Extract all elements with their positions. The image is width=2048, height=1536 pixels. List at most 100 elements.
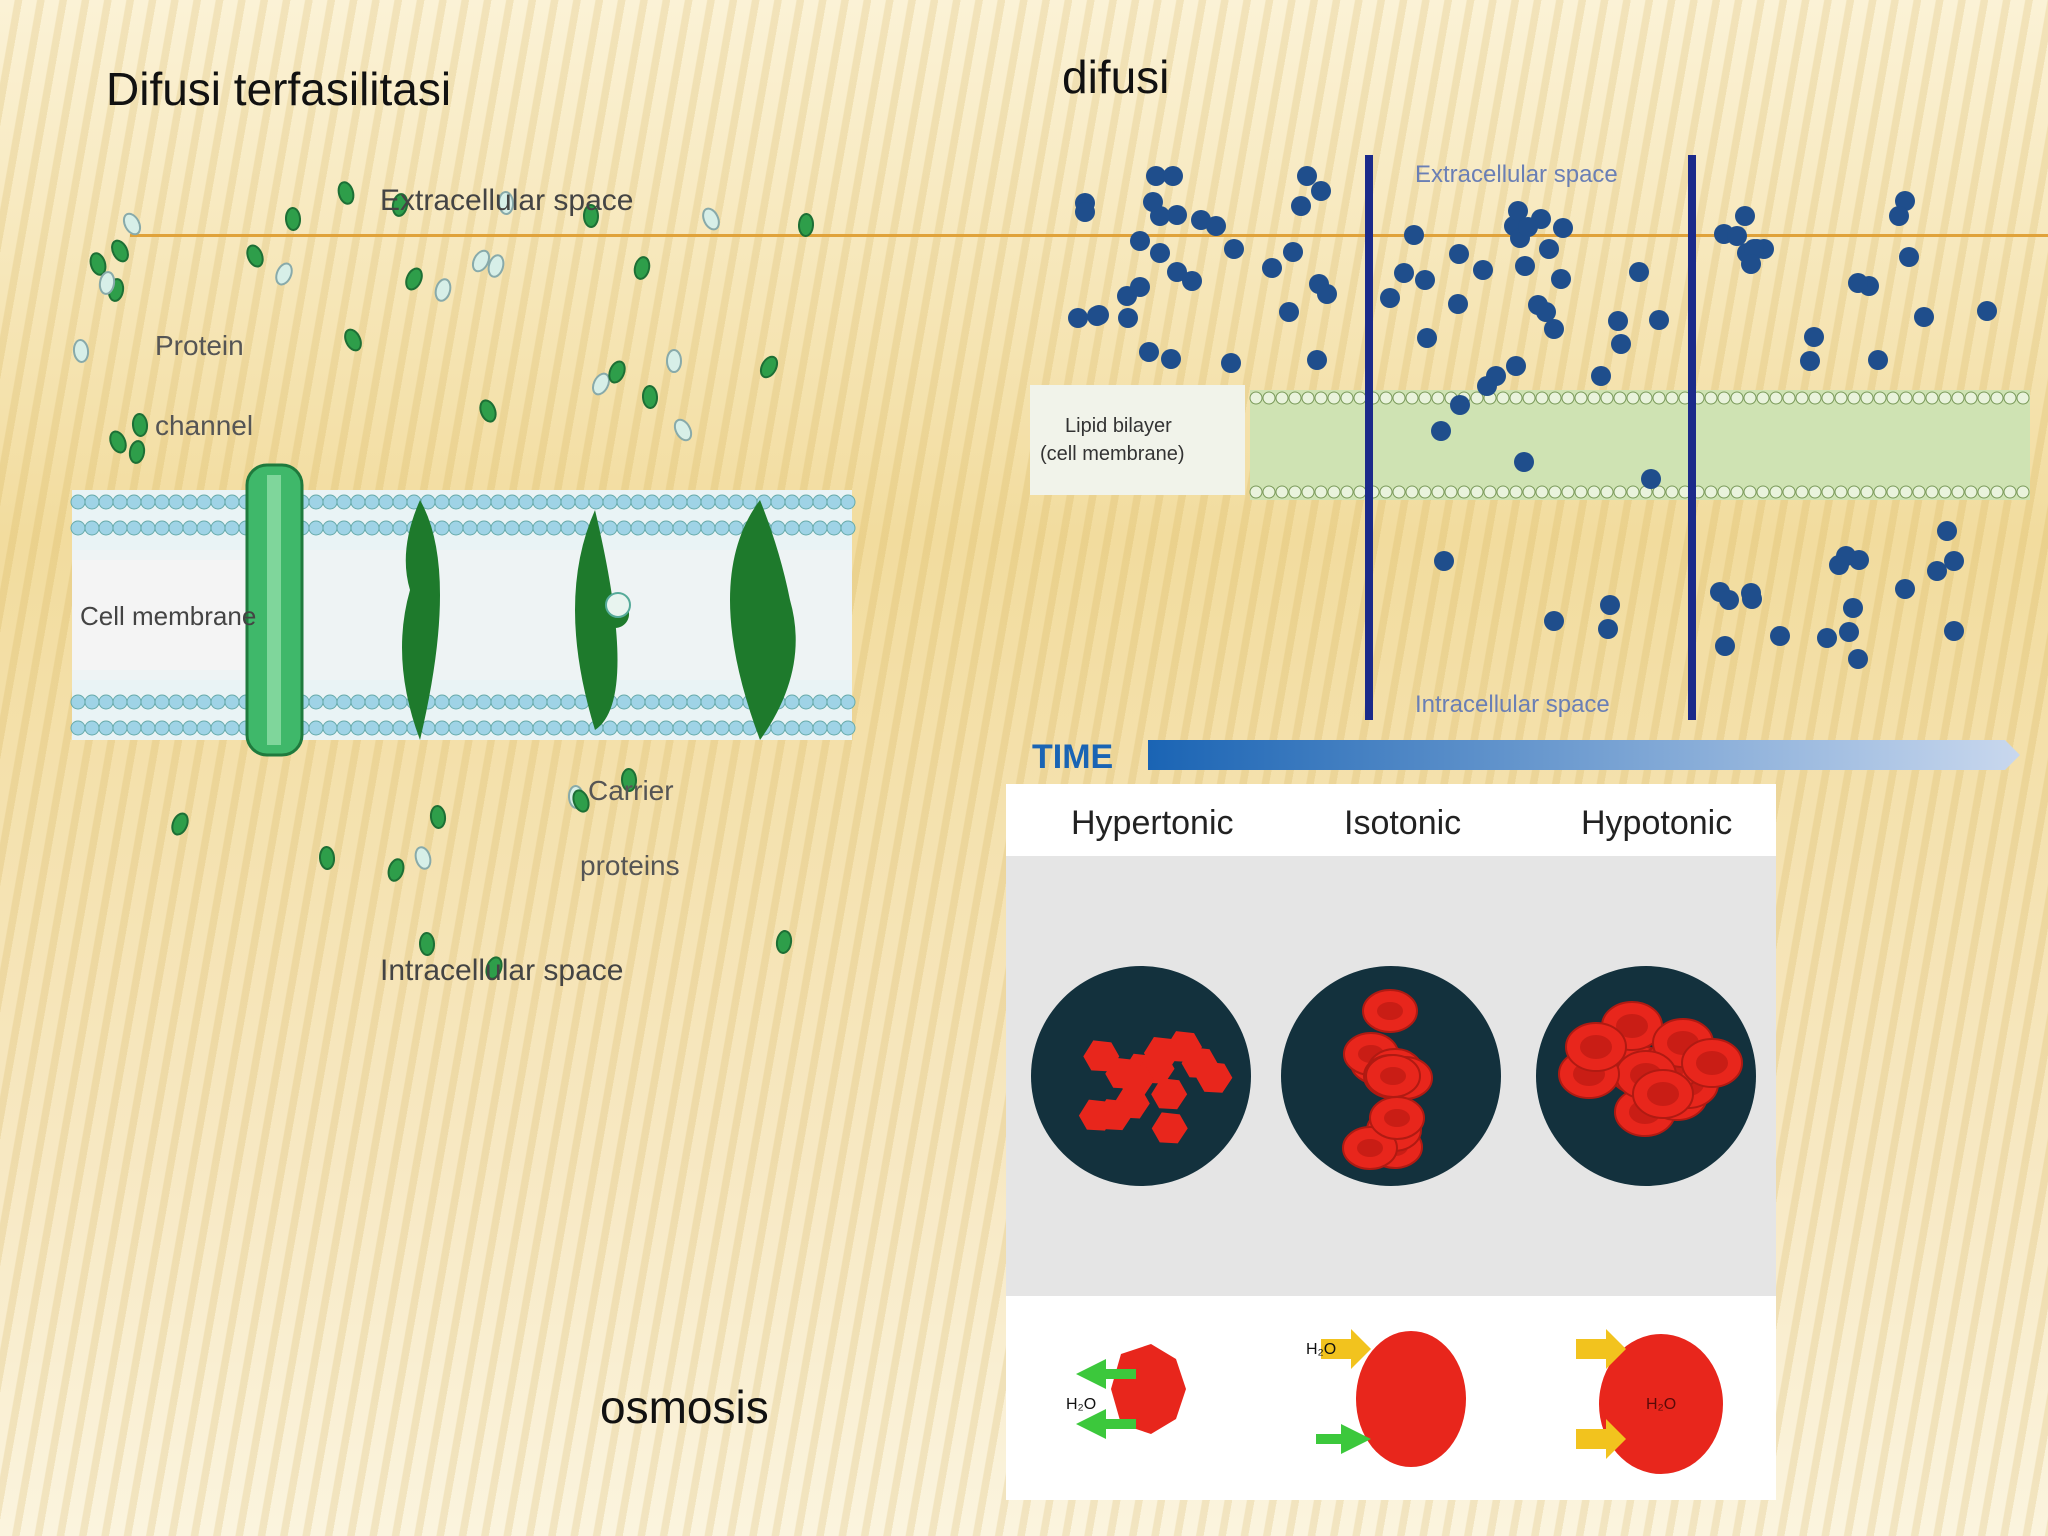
molecule xyxy=(1600,595,1620,615)
lipid-head xyxy=(1834,485,1848,499)
molecule xyxy=(1528,295,1548,315)
molecule xyxy=(1417,328,1437,348)
lipid-head xyxy=(532,694,548,710)
lipid-head xyxy=(1379,391,1393,405)
lipid-head xyxy=(1496,391,1510,405)
lipid-head xyxy=(154,720,170,736)
molecule xyxy=(391,193,409,217)
lipid-head xyxy=(812,720,828,736)
lipid-head xyxy=(1977,391,1991,405)
lipid-head xyxy=(700,494,716,510)
molecule xyxy=(797,213,815,237)
label-lipid-2: (cell membrane) xyxy=(1040,443,1184,465)
molecule xyxy=(1515,256,1535,276)
lipid-head xyxy=(196,694,212,710)
molecule xyxy=(1895,579,1915,599)
lipid-head xyxy=(560,494,576,510)
protein-channel-pore xyxy=(267,475,281,745)
molecule xyxy=(1611,334,1631,354)
molecule xyxy=(1937,521,1957,541)
molecule xyxy=(337,181,355,205)
lipid-head xyxy=(1353,485,1367,499)
lipid-head xyxy=(1574,485,1588,499)
molecule xyxy=(1770,626,1790,646)
lipid-head xyxy=(1964,485,1978,499)
lipid-head xyxy=(196,494,212,510)
lipid-head xyxy=(784,494,800,510)
lipid-head xyxy=(322,494,338,510)
molecule xyxy=(1477,376,1497,396)
lipid-head xyxy=(84,720,100,736)
cell-membrane-label-box xyxy=(72,560,247,670)
lipid-head xyxy=(140,520,156,536)
molecule xyxy=(479,399,497,423)
lipid-head xyxy=(1821,485,1835,499)
lipid-head xyxy=(840,694,856,710)
lipid-head xyxy=(1275,485,1289,499)
molecule xyxy=(344,328,362,352)
red-blood-cell-center xyxy=(1696,1051,1728,1075)
lipid-head xyxy=(1886,485,1900,499)
lipid-head xyxy=(616,694,632,710)
molecule xyxy=(1518,217,1538,237)
molecule xyxy=(1927,561,1947,581)
lipid-head xyxy=(1392,485,1406,499)
lipid-head xyxy=(1288,391,1302,405)
lipid-head xyxy=(1262,391,1276,405)
molecule xyxy=(1641,469,1661,489)
lipid-head xyxy=(1249,391,1263,405)
molecule xyxy=(1804,327,1824,347)
lipid-head xyxy=(1886,391,1900,405)
lipid-head xyxy=(182,720,198,736)
molecule xyxy=(1191,210,1211,230)
lipid-head xyxy=(1262,485,1276,499)
lipid-head xyxy=(490,720,506,736)
lipid-head xyxy=(1522,485,1536,499)
lipid-head xyxy=(1431,391,1445,405)
molecule xyxy=(98,271,116,295)
molecule xyxy=(1262,258,1282,278)
molecule xyxy=(487,254,505,278)
lipid-head xyxy=(2016,391,2030,405)
lipid-head xyxy=(490,694,506,710)
molecule xyxy=(1539,239,1559,259)
red-blood-cell xyxy=(1151,1112,1188,1144)
lipid-head xyxy=(1314,391,1328,405)
lipid-head xyxy=(1860,485,1874,499)
lipid-head xyxy=(434,520,450,536)
red-blood-cell-center xyxy=(1647,1082,1679,1106)
molecule xyxy=(1741,254,1761,274)
lipid-head xyxy=(574,494,590,510)
lipid-head xyxy=(700,694,716,710)
molecule xyxy=(1449,244,1469,264)
molecule xyxy=(1394,263,1414,283)
lipid-head xyxy=(2003,485,2017,499)
lipid-head xyxy=(658,694,674,710)
lipid-head xyxy=(812,494,828,510)
lipid-head xyxy=(504,520,520,536)
lipid-head xyxy=(476,720,492,736)
molecule xyxy=(1163,166,1183,186)
lipid-head xyxy=(1535,391,1549,405)
molecule-group xyxy=(72,181,815,980)
lipid-head xyxy=(1899,391,1913,405)
lipid-head xyxy=(434,494,450,510)
lipid-head xyxy=(1470,485,1484,499)
molecule xyxy=(1848,649,1868,669)
lipid-head xyxy=(1405,485,1419,499)
lipid-head xyxy=(308,694,324,710)
molecule xyxy=(1506,356,1526,376)
lipid-head xyxy=(476,494,492,510)
lipid-head xyxy=(1964,391,1978,405)
lipid-head xyxy=(518,720,534,736)
lipid-head xyxy=(630,720,646,736)
lipid-head xyxy=(1899,485,1913,499)
lipid-head xyxy=(658,520,674,536)
lipid-head xyxy=(308,494,324,510)
lipid-head xyxy=(532,494,548,510)
lipid-head xyxy=(574,720,590,736)
lipid-head xyxy=(714,494,730,510)
title-diffusion: difusi xyxy=(1062,51,1170,103)
lipid-head xyxy=(1275,391,1289,405)
lipid-head xyxy=(1652,485,1666,499)
